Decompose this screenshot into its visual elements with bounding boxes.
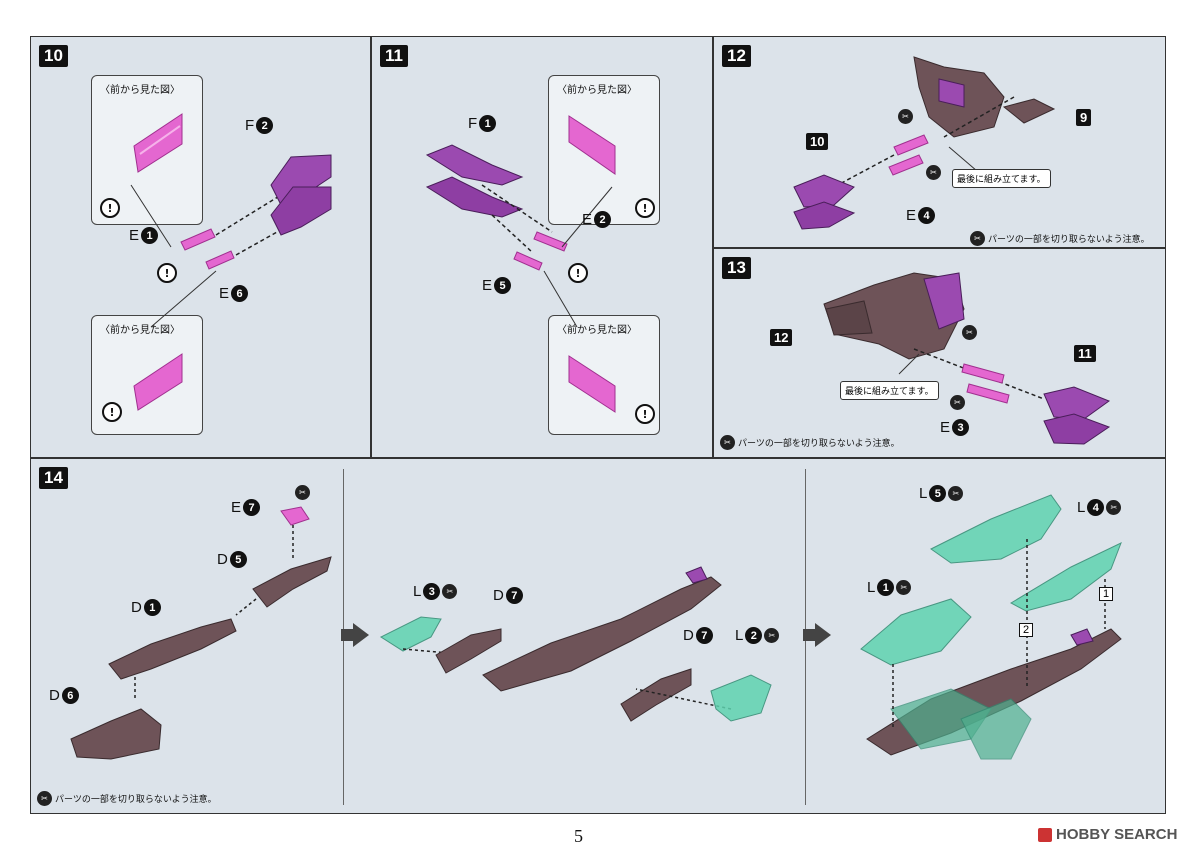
tag-12: 12 [770,329,793,346]
tag-9: 9 [1076,109,1092,126]
cut-icon: ✂ [948,486,964,501]
cut-icon: ✂ [1106,500,1122,515]
cut-icon: ✂ [896,580,912,595]
step-13-assembly-illustration [823,272,1111,445]
cut-icon: ✂ [962,325,977,340]
warning-icon: ! [635,198,655,218]
pink-part-front-view [568,115,616,175]
cut-icon: ✂ [720,435,735,450]
cut-icon: ✂ [898,109,913,124]
caution-note: ✂パーツの一部を切り取らないよう注意。 [970,231,1150,246]
cut-icon: ✂ [37,791,52,806]
pink-part-front-view [133,353,183,411]
step-number: 11 [380,45,408,67]
step-14-assembly-illustration [70,494,1122,760]
hobby-search-logo: HOBBY SEARCH [1038,826,1177,843]
cut-icon: ✂ [764,628,780,643]
front-view-box-top: 〈前から見た図〉 ! [91,75,203,225]
cut-icon: ✂ [442,584,458,599]
cut-icon: ✂ [926,165,941,180]
front-view-label: 〈前から見た図〉 [557,85,637,96]
cut-icon: ✂ [970,231,985,246]
step-10-assembly-illustration [130,154,332,328]
cut-icon: ✂ [295,485,310,500]
front-view-label: 〈前から見た図〉 [100,325,180,336]
warning-icon: ! [635,404,655,424]
pink-part-front-view [568,355,616,413]
front-view-box-bottom: 〈前から見た図〉 ! [91,315,203,435]
tag-10: 10 [806,133,829,150]
order-1-box: 1 [1099,587,1114,601]
caution-note: ✂パーツの一部を切り取らないよう注意。 [720,435,900,450]
order-2-box: 2 [1019,623,1034,637]
caution-note: ✂パーツの一部を切り取らないよう注意。 [37,791,217,806]
tag-11: 11 [1074,345,1096,362]
next-arrow-icon [803,623,831,647]
front-view-label: 〈前から見た図〉 [557,325,637,336]
step-number: 13 [722,257,751,279]
warning-icon: ! [100,198,120,218]
step-number: 12 [722,45,751,67]
assemble-last-callout: 最後に組み立てます。 [952,169,1051,188]
front-view-box-bottom: 〈前から見た図〉 ! [548,315,660,435]
warning-icon: ! [568,263,588,283]
warning-icon: ! [157,263,177,283]
step-12-assembly-illustration [793,56,1056,230]
step-number: 10 [39,45,68,67]
warning-icon: ! [102,402,122,422]
assemble-last-callout: 最後に組み立てます。 [840,381,939,400]
pink-part-front-view [133,113,183,173]
cut-icon: ✂ [950,395,965,410]
step-number: 14 [39,467,68,489]
step-11-assembly-illustration [425,144,613,328]
next-arrow-icon [341,623,369,647]
front-view-label: 〈前から見た図〉 [100,85,180,96]
page-number: 5 [574,826,583,846]
logo-mark-icon [1038,827,1052,842]
